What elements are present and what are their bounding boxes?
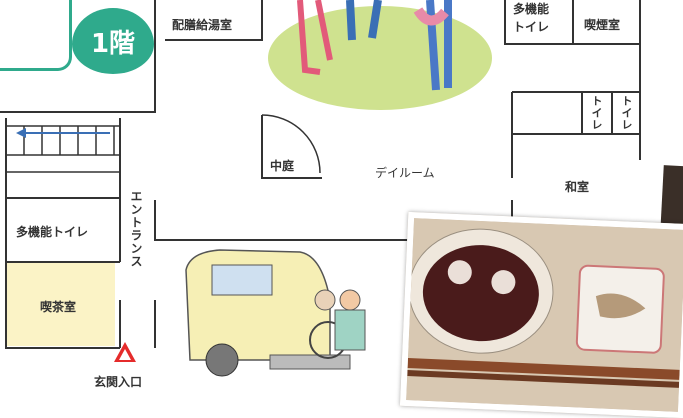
room-label-entrance-hall: エントランス [129, 190, 143, 268]
floor-badge: 1階 [72, 8, 154, 74]
stairs-direction-arrow [16, 128, 110, 138]
room-label-toilet-a: トイレ [590, 95, 603, 131]
people-illustration [297, 0, 452, 91]
cafe-room-fill [6, 263, 115, 346]
room-label-washitsu: 和室 [565, 180, 590, 194]
room-label-dayroom: デイルーム [375, 166, 435, 180]
zenzai-photo [399, 211, 683, 418]
room-label-cafe: 喫茶室 [40, 300, 77, 314]
header-tab-frame [0, 0, 72, 71]
room-label-smoking: 喫煙室 [584, 18, 621, 32]
room-label-toilet-b: トイレ [620, 95, 633, 131]
zenzai-photo-image [406, 218, 683, 412]
entrance-marker-icon [114, 342, 136, 362]
accessible-van-illustration [185, 249, 366, 377]
room-label-multi-toilet-left: 多機能トイレ [16, 225, 89, 239]
room-label-main-entrance: 玄関入口 [94, 375, 143, 389]
room-label-kitchen: 配膳給湯室 [172, 18, 233, 32]
room-label-courtyard: 中庭 [270, 159, 295, 173]
room-label-multi-toilet-top: 多機能 トイレ [513, 2, 550, 34]
floor-plan [0, 0, 641, 377]
stairs-icon [6, 125, 120, 173]
